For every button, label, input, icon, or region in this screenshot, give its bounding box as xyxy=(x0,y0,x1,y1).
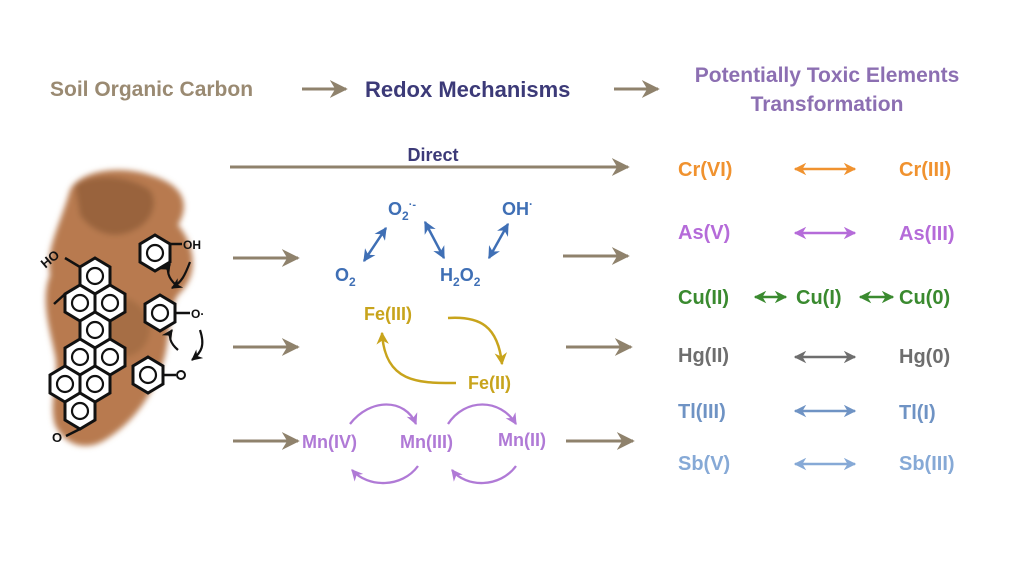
row-tl: Tl(III) Tl(I) xyxy=(678,401,936,424)
hg-right-label: Hg(0) xyxy=(899,346,950,368)
header-pte-line2: Transformation xyxy=(751,93,904,116)
electron-arrow-4 xyxy=(161,329,179,351)
fe-arrow-oxidation xyxy=(376,331,457,385)
mn2-label: Mn(II) xyxy=(498,430,546,450)
polyaromatic-inner-rings xyxy=(55,266,120,421)
cu-mid-label: Cu(I) xyxy=(796,287,842,309)
sb-right-label: Sb(III) xyxy=(899,453,955,475)
mn4-label: Mn(IV) xyxy=(302,432,357,452)
fe3-label: Fe(III) xyxy=(364,304,412,324)
semiquinone-o-label: O· xyxy=(191,307,204,321)
row-sb: Sb(V) Sb(III) xyxy=(678,453,955,475)
header-soil-organic-carbon: Soil Organic Carbon xyxy=(50,78,253,101)
polyaromatic-structure xyxy=(48,256,127,431)
ketone-bond-bottom xyxy=(65,427,81,438)
h2o2-label: H2O2 xyxy=(440,265,481,289)
cr-left-label: Cr(VI) xyxy=(678,159,732,181)
mn3-label: Mn(III) xyxy=(400,432,453,452)
sb-left-label: Sb(V) xyxy=(678,453,730,475)
row-cu: Cu(II) Cu(I) Cu(0) xyxy=(678,287,950,309)
ros-arrow-o2-radical xyxy=(362,226,388,263)
row-hg: Hg(II) Hg(0) xyxy=(678,345,950,368)
cr-right-label: Cr(III) xyxy=(899,159,951,181)
mn-arrow-2-3-bottom xyxy=(451,465,517,485)
fe2-label: Fe(II) xyxy=(468,373,511,393)
ros-arrow-radical-h2o2 xyxy=(423,220,446,260)
quinone-ring xyxy=(131,355,186,395)
header-pte-line1: Potentially Toxic Elements xyxy=(695,64,960,87)
cu-right-label: Cu(0) xyxy=(899,287,950,309)
electron-arrow-3 xyxy=(191,329,204,361)
fe-arrow-reduction xyxy=(447,316,508,366)
electron-arrow-1 xyxy=(171,261,192,289)
mn-arrow-3-4-bottom xyxy=(351,465,419,485)
electron-arrow-2 xyxy=(159,263,177,286)
tl-left-label: Tl(III) xyxy=(678,401,726,423)
o-bottom-label: O xyxy=(52,430,62,445)
ho-bond xyxy=(64,256,81,269)
header-redox-mechanisms: Redox Mechanisms xyxy=(365,77,570,102)
o2-label: O2 xyxy=(335,265,356,289)
as-left-label: As(V) xyxy=(678,222,730,244)
oh-radical-label: OH· xyxy=(502,197,533,219)
ros-arrow-h2o2-oh xyxy=(487,222,510,260)
row-cr: Cr(VI) Cr(III) xyxy=(678,159,951,181)
row-as: As(V) As(III) xyxy=(678,222,955,245)
o2-radical-label: O2·- xyxy=(388,199,416,223)
tl-right-label: Tl(I) xyxy=(899,402,936,424)
direct-label: Direct xyxy=(407,145,458,165)
cu-left-label: Cu(II) xyxy=(678,287,729,309)
as-right-label: As(III) xyxy=(899,223,955,245)
semiquinone-ring xyxy=(143,293,190,333)
phenol-ring xyxy=(138,233,182,273)
mn-arrow-3-2-top xyxy=(447,403,517,425)
mn-arrow-4-3-top xyxy=(349,403,418,426)
phenol-oh-label: OH xyxy=(183,238,201,252)
ketone-bond-left xyxy=(53,293,66,305)
hg-left-label: Hg(II) xyxy=(678,345,729,367)
